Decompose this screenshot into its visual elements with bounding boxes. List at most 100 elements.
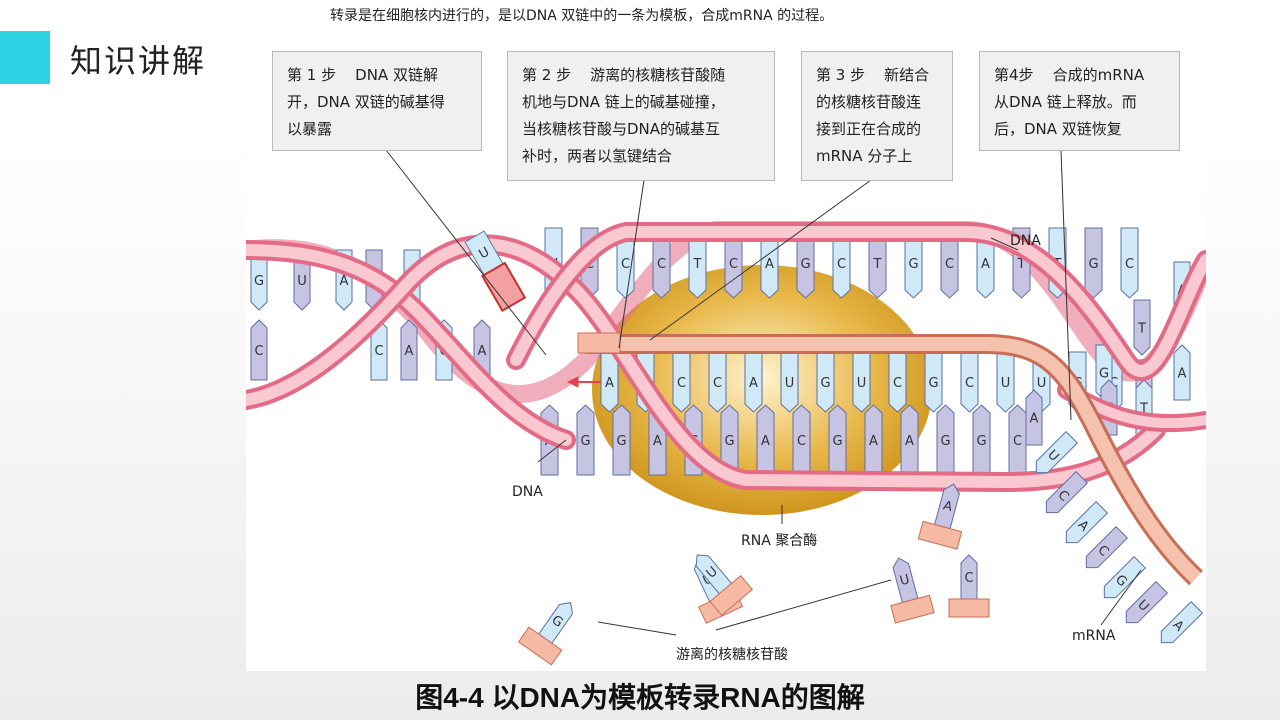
step-4-line-3: 后，DNA 双链恢复 [994, 120, 1122, 138]
free-nucleotide: G [519, 591, 587, 665]
base-letter: T [693, 257, 702, 272]
mrna-base: C [673, 352, 690, 412]
base-letter: A [905, 434, 914, 449]
base-letter: G [940, 434, 950, 449]
base-letter: A [981, 257, 990, 272]
mrna-tail-base: A [1156, 602, 1203, 649]
mrna-base: A [601, 352, 618, 412]
base-letter: A [340, 274, 349, 289]
mrna-base: C [709, 352, 726, 412]
mrna-base: U [853, 352, 870, 412]
base-letter: G [254, 274, 264, 289]
step-1-line-2: 开，DNA 双链的碱基得 [287, 93, 445, 111]
label-free-nucleotides: 游离的核糖核苷酸 [676, 644, 788, 664]
base-letter: C [677, 376, 686, 391]
base-letter: C [893, 376, 902, 391]
mrna-base: U [781, 352, 798, 412]
base-letter: A [1178, 367, 1187, 382]
mrna-tail-base: C [1081, 527, 1128, 574]
base-letter: C [1125, 257, 1134, 272]
template-strand-base: A [901, 405, 918, 475]
base-letter: G [928, 376, 938, 391]
free-nucleotide: C [949, 555, 989, 617]
step-2-line-3: 当核糖核苷酸与DNA的碱基互 [522, 120, 720, 138]
template-strand-base: G [577, 405, 594, 475]
base-letter: A [605, 376, 614, 391]
base-letter: U [1037, 376, 1047, 391]
base-letter: C [945, 257, 954, 272]
mrna-tail-base: A [1061, 502, 1108, 549]
step-4-line-1: 第4步 合成的mRNA [994, 66, 1144, 84]
base-letter: G [580, 434, 590, 449]
mrna-base: G [925, 352, 942, 412]
free-nucleotide-base: G [539, 598, 577, 643]
template-strand-base: C [1009, 405, 1026, 475]
ribose-phosphate-block [891, 595, 934, 623]
base-letter: C [1013, 434, 1022, 449]
template-strand-base: G [613, 405, 630, 475]
base-letter: T [1137, 322, 1146, 337]
accent-bar [0, 31, 50, 84]
top-strand-base: C [1121, 228, 1138, 298]
step-3-line-4: mRNA 分子上 [816, 147, 912, 165]
mrna-base: C [961, 352, 978, 412]
base-letter: G [832, 434, 842, 449]
label-dna-bottom: DNA [512, 484, 543, 500]
right-helix-base: A [1026, 390, 1042, 445]
base-letter: U [297, 274, 307, 289]
ribose-phosphate-block [949, 599, 989, 617]
base-letter: G [616, 434, 626, 449]
figure-caption: 图4-4 以DNA为模板转录RNA的图解 [0, 676, 1280, 716]
step-2-line-4: 补时，两者以氢键结合 [522, 147, 672, 165]
base-letter: A [478, 344, 487, 359]
base-letter: C [797, 434, 806, 449]
step-3-line-2: 的核糖核苷酸连 [816, 93, 921, 111]
base-letter: G [724, 434, 734, 449]
step-2-box: 第 2 步 游离的核糖核苷酸随 机地与DNA 链上的碱基碰撞， 当核糖核苷酸与D… [507, 51, 775, 181]
mrna-base: U [997, 352, 1014, 412]
base-letter: A [749, 376, 758, 391]
base-letter: C [729, 257, 738, 272]
step-4-line-2: 从DNA 链上释放。而 [994, 93, 1137, 111]
step-3-line-3: 接到正在合成的 [816, 120, 921, 138]
section-title: 知识讲解 [70, 36, 206, 82]
label-mrna: mRNA [1072, 628, 1115, 644]
transcription-figure: 转录是在细胞核内进行的，是以DNA 双链中的一条为模板，合成mRNA 的过程。 … [246, 0, 1206, 671]
base-letter: U [857, 376, 867, 391]
base-letter: G [976, 434, 986, 449]
left-bottom-base: A [401, 320, 417, 380]
base-letter: C [621, 257, 630, 272]
template-strand-base: A [865, 405, 882, 475]
base-letter: G [800, 257, 810, 272]
right-helix-base: T [1134, 300, 1150, 355]
mrna-base: A [745, 352, 762, 412]
step-2-line-1: 第 2 步 游离的核糖核苷酸随 [522, 66, 725, 84]
base-letter: C [374, 344, 383, 359]
base-letter: C [837, 257, 846, 272]
base-letter: G [820, 376, 830, 391]
base-letter: C [657, 257, 666, 272]
label-rna-polymerase: RNA 聚合酶 [741, 530, 817, 550]
step-1-box: 第 1 步 DNA 双链解 开，DNA 双链的碱基得 以暴露 [272, 51, 482, 151]
base-letter: A [405, 344, 414, 359]
right-helix-base: A [1174, 345, 1190, 400]
label-dna-top: DNA [1010, 233, 1041, 249]
base-letter: A [1030, 412, 1039, 427]
step-3-line-1: 第 3 步 新结合 [816, 66, 929, 84]
free-nucleotide: U [879, 553, 934, 623]
step-2-line-2: 机地与DNA 链上的碱基碰撞， [522, 93, 725, 111]
base-letter: C [713, 376, 722, 391]
ribose-phosphate-block [918, 521, 961, 549]
base-letter: A [761, 434, 770, 449]
base-letter: A [653, 434, 662, 449]
step-1-line-3: 以暴露 [287, 120, 332, 138]
base-letter: A [765, 257, 774, 272]
base-letter: G [908, 257, 918, 272]
base-letter: U [1001, 376, 1011, 391]
base-letter: A [869, 434, 878, 449]
step-1-line-1: 第 1 步 DNA 双链解 [287, 66, 438, 84]
base-letter: T [873, 257, 882, 272]
left-bottom-base: C [251, 320, 267, 380]
template-strand-base: G [829, 405, 846, 475]
free-nucleotide-base: C [961, 555, 977, 599]
